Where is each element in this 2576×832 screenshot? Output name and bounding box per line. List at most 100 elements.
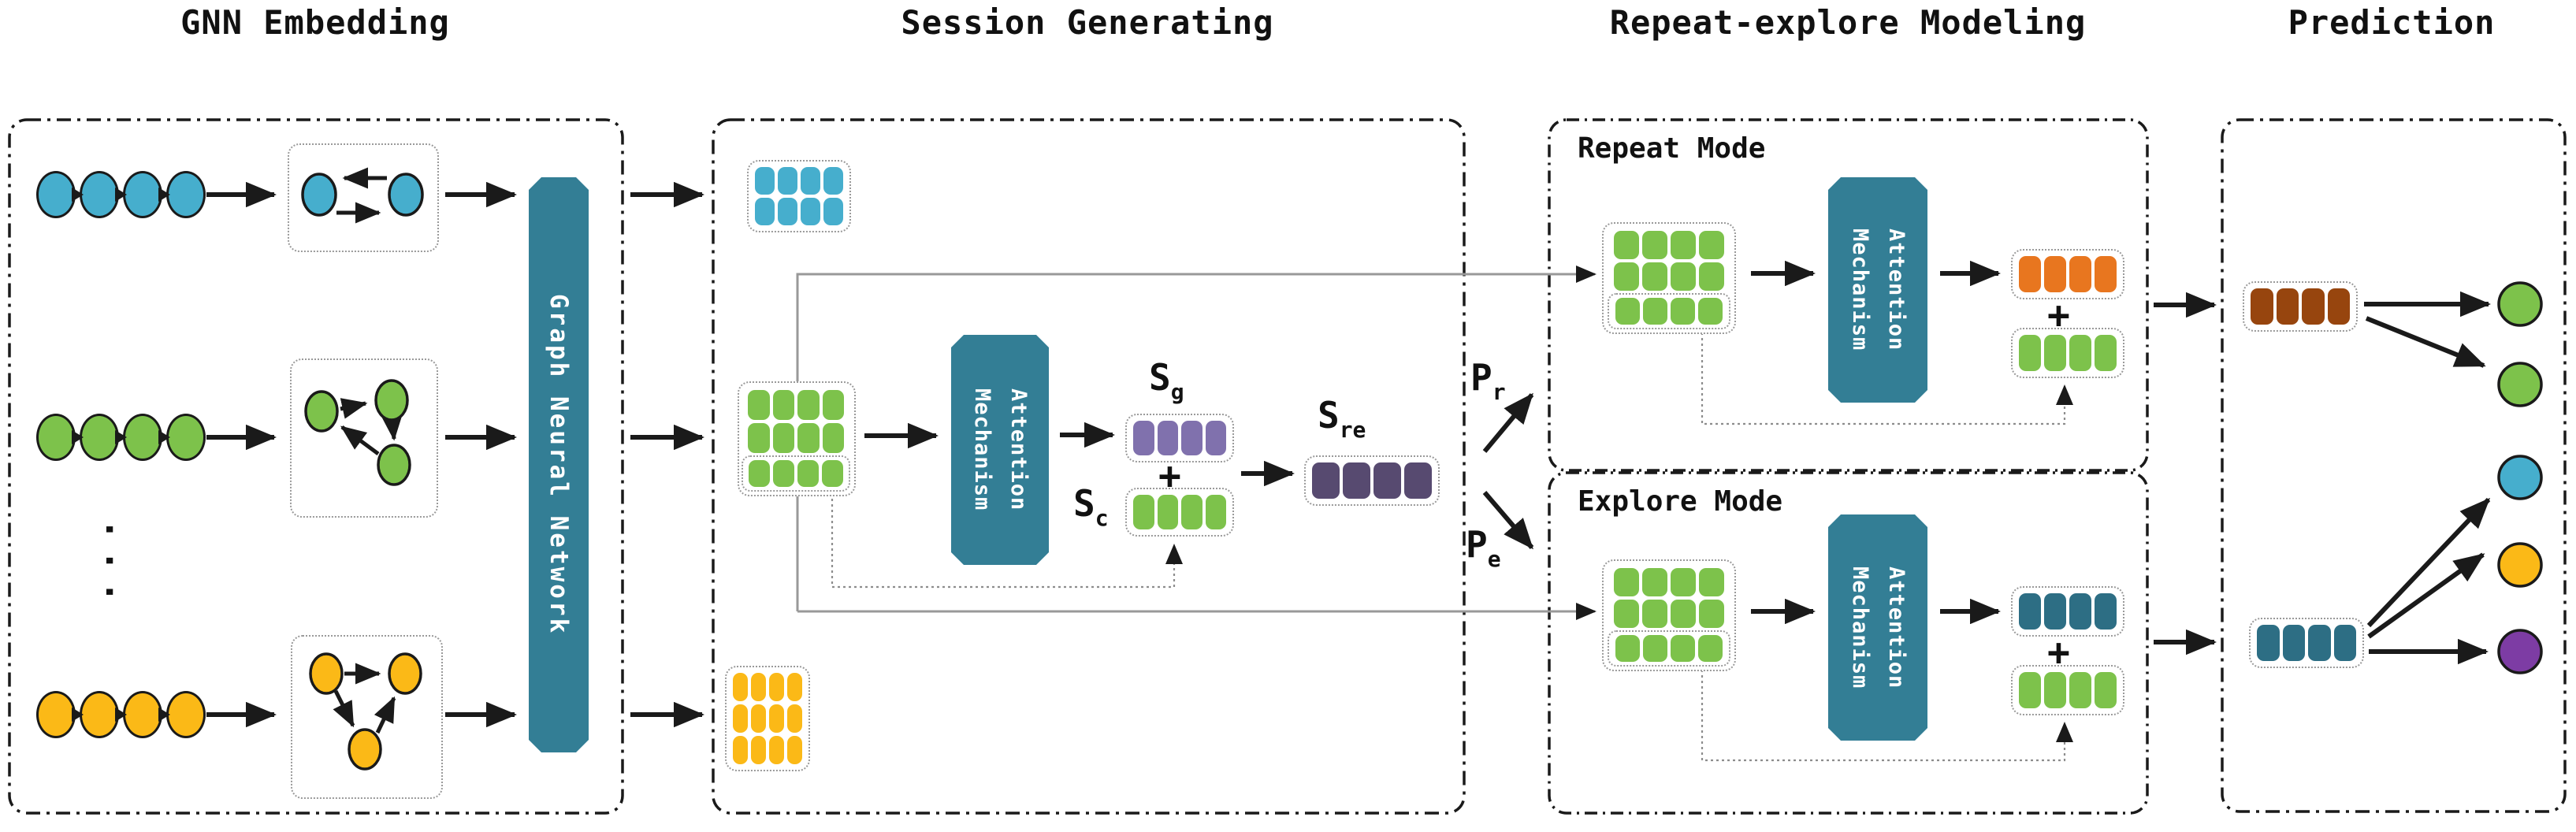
vector-cell [778,198,797,225]
vector-cell [2257,625,2280,661]
graph-node [348,728,382,771]
blue-session-matrix [755,167,843,225]
vector-cell [1133,495,1154,529]
chain-item-node [80,691,119,738]
graph-edge [340,425,380,456]
session-graph-green [304,379,411,486]
graph-edge [381,414,403,441]
vector-cell [769,673,784,701]
vector-cell [2333,625,2356,661]
vector-cell [823,167,843,195]
repeat-last-item-vector [1615,298,1723,325]
graph-node [374,379,409,422]
vector-cell [797,460,819,487]
vector-cell [1615,298,1640,325]
vector-cell [2019,672,2041,708]
vector-cell [822,460,843,487]
vector-cell [1614,231,1639,259]
vector-cell [1373,462,1401,499]
sc-vector [1133,495,1226,529]
vector-row [1614,231,1724,259]
chain-item-node [36,171,76,218]
vector-cell [2276,288,2299,325]
repeat-attention-block: Attention Mechanism [1828,177,1927,403]
session-attention-block: Attention Mechanism [951,335,1049,565]
vector-cell [751,736,766,764]
vector-cell [787,673,802,701]
flow-arrows [206,181,2491,728]
session-graph-yellow [309,652,422,771]
vector-row [2019,593,2117,630]
vector-row [748,423,844,453]
panel-explore-mode [1548,471,2149,815]
vector-row [1614,262,1724,291]
panel-gnn-embedding [8,118,624,815]
vector-cell [1343,462,1370,499]
explore-last-item-box [1608,630,1730,667]
vector-cell [1642,231,1667,259]
vector-row [1312,462,1432,499]
vector-cell [749,460,770,487]
vector-cell [748,423,770,453]
vector-cell [1642,600,1667,628]
chain-item-node [166,414,206,461]
attention-mechanism-label: Attention Mechanism [970,388,1031,511]
sc-label: Sc [1073,482,1109,531]
chain-arrow-icon [158,430,170,444]
vector-cell [2069,256,2091,292]
chain-arrow-icon [158,708,170,722]
vector-cell [2019,256,2041,292]
attention-mechanism-label: Attention Mechanism [1848,228,1909,351]
green-session-matrix-box [738,381,856,496]
repeat-mode-label: Repeat Mode [1578,132,1766,165]
graph-edge [340,398,368,419]
vector-cell [1642,568,1667,596]
vector-cell [1181,421,1203,455]
vector-cell [769,736,784,764]
vector-row [755,167,843,195]
explore-output-vector [2019,593,2117,630]
vector-cell [2044,593,2066,630]
vector-cell [1205,421,1226,455]
item-chain-blue [36,171,206,218]
vector-cell [2069,593,2091,630]
graph-node [301,173,337,217]
sg-vector-box [1125,414,1234,462]
prediction-items [2497,281,2543,674]
vector-cell [2044,335,2066,371]
section-title-gnn-embedding: GNN Embedding [180,3,450,42]
explore-matrix [1614,568,1724,628]
prediction-item-yellow [2497,542,2543,588]
chain-item-node [36,414,76,461]
last-item-box [742,455,850,492]
prediction-item-blue [2497,455,2543,500]
section-title-session-generating: Session Generating [901,3,1274,42]
panel-prediction [2221,118,2567,813]
sg-label: Sg [1149,356,1184,405]
chain-arrow-icon [115,430,127,444]
green-session-matrix [748,390,844,453]
session-graph-box-green [290,358,438,518]
vector-cell [1205,495,1226,529]
vector-cell [2095,672,2117,708]
explore-lastitem-sum-box [2011,665,2124,715]
vector-row [733,704,802,733]
vector-cell [1614,262,1639,291]
repeat-output-vector-box [2011,249,2124,299]
graph-neural-network-bar: Graph Neural Network [529,177,589,752]
vector-cell [801,167,820,195]
graph-edge [374,696,396,734]
chain-arrow-icon [115,708,127,722]
vector-cell [772,423,794,453]
sre-vector [1312,462,1432,499]
vector-cell [2327,288,2350,325]
explore-matrix-box [1602,559,1736,671]
prediction-explore-vector-box [2249,618,2364,668]
vector-cell [2069,672,2091,708]
prediction-repeat-vector-box [2243,281,2358,332]
wire-session-to-repeat [796,266,1597,611]
vector-cell [1181,495,1203,529]
graph-node [388,652,422,695]
repeat-last-item-box [1608,293,1730,329]
vector-cell [1671,568,1696,596]
